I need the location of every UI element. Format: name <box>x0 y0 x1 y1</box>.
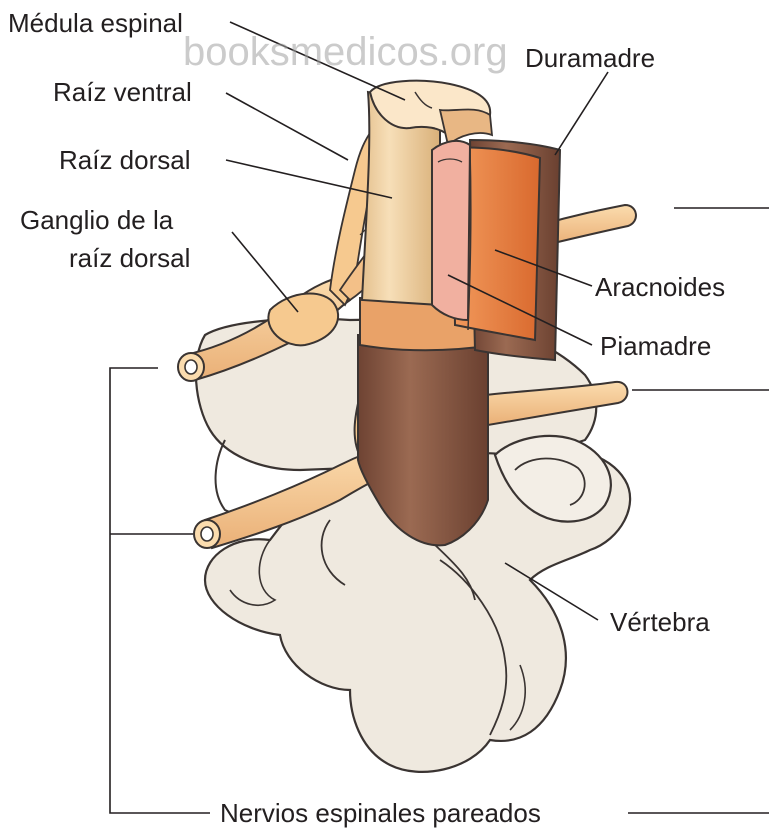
leader-duramadre <box>555 72 608 155</box>
watermark: booksmedicos.org <box>183 30 508 75</box>
label-vertebra: Vértebra <box>610 607 710 637</box>
label-nervios-espinales-pareados: Nervios espinales pareados <box>220 798 541 828</box>
leader-raiz-ventral <box>226 93 348 160</box>
label-aracnoides: Aracnoides <box>595 272 725 302</box>
label-medula-espinal: Médula espinal <box>8 8 183 38</box>
bracket-nervios <box>110 368 210 813</box>
leader-ganglio <box>232 232 298 312</box>
label-raiz-ventral: Raíz ventral <box>53 77 192 107</box>
label-duramadre: Duramadre <box>525 43 655 73</box>
label-ganglio-2: raíz dorsal <box>69 243 190 273</box>
label-piamadre: Piamadre <box>600 331 711 361</box>
label-raiz-dorsal: Raíz dorsal <box>59 145 191 175</box>
label-ganglio-1: Ganglio de la <box>20 205 173 235</box>
